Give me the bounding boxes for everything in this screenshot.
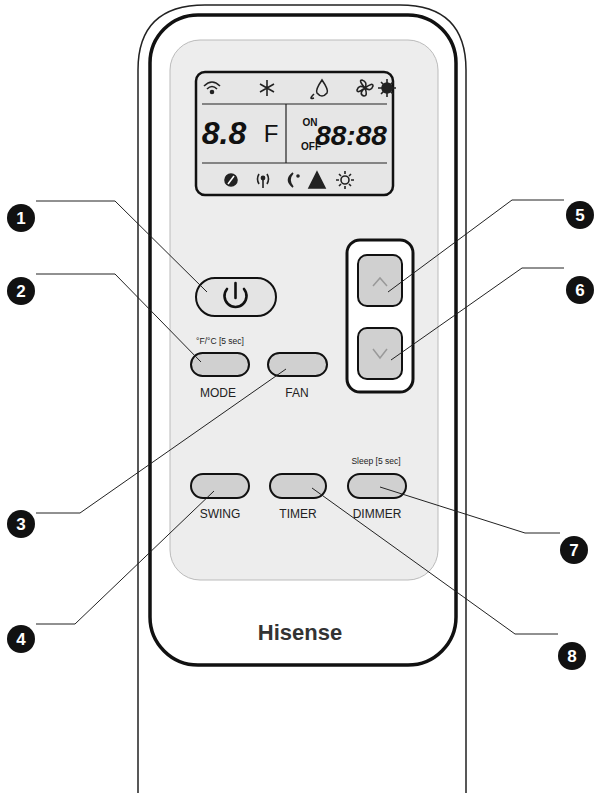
lcd-divider [285,104,286,163]
button-panel [170,40,438,580]
callout-number: 1 [7,204,35,232]
callout-label: 8 [567,648,576,665]
lcd-readout: F [264,122,279,146]
swing-button [191,474,249,498]
down-button [358,328,402,379]
callout-label: 1 [16,210,25,227]
timer-button [270,474,326,498]
callout-number: 7 [560,536,588,564]
dimmer-button [348,474,406,498]
callout-number: 5 [566,201,594,229]
callout-label: 7 [569,542,578,559]
lcd-readout: 88:88 [315,122,387,150]
lcd-divider [202,103,387,104]
button-label: DIMMER [353,508,402,520]
brand-logo: Hisense [258,622,342,644]
button-label: °F/°C [5 sec] [196,337,244,346]
temp-button-frame [347,240,413,392]
remote-body [138,5,466,793]
buttons [191,240,413,498]
button-label: SWING [200,508,241,520]
up-button [358,255,402,306]
leader-lines [36,200,564,634]
button-label: TIMER [279,508,316,520]
callout-number: 6 [566,276,594,304]
button-label: MODE [200,387,236,399]
callout-label: 5 [575,207,584,224]
lcd-display: 8.8FONOFF88:88 [196,72,393,195]
power-button [196,278,276,316]
callout-number: 8 [558,642,586,670]
lcd-divider [202,162,387,163]
callout-label: 6 [575,282,584,299]
lcd-screen [196,72,393,195]
callout-number: 2 [7,277,35,305]
callout-number: 4 [7,625,35,653]
callout-label: 2 [16,283,25,300]
mode-button [191,353,249,376]
remote-front-border [150,15,456,665]
up-arrow [373,278,387,286]
fan-button [268,353,327,376]
button-label: FAN [285,387,308,399]
callout-number: 3 [7,510,35,538]
power-symbol [225,283,247,307]
callout-label: 4 [16,631,25,648]
down-arrow [373,349,387,358]
callout-label: 3 [16,516,25,533]
button-label: Sleep [5 sec] [351,457,400,466]
lcd-readout: 8.8 [202,117,246,149]
